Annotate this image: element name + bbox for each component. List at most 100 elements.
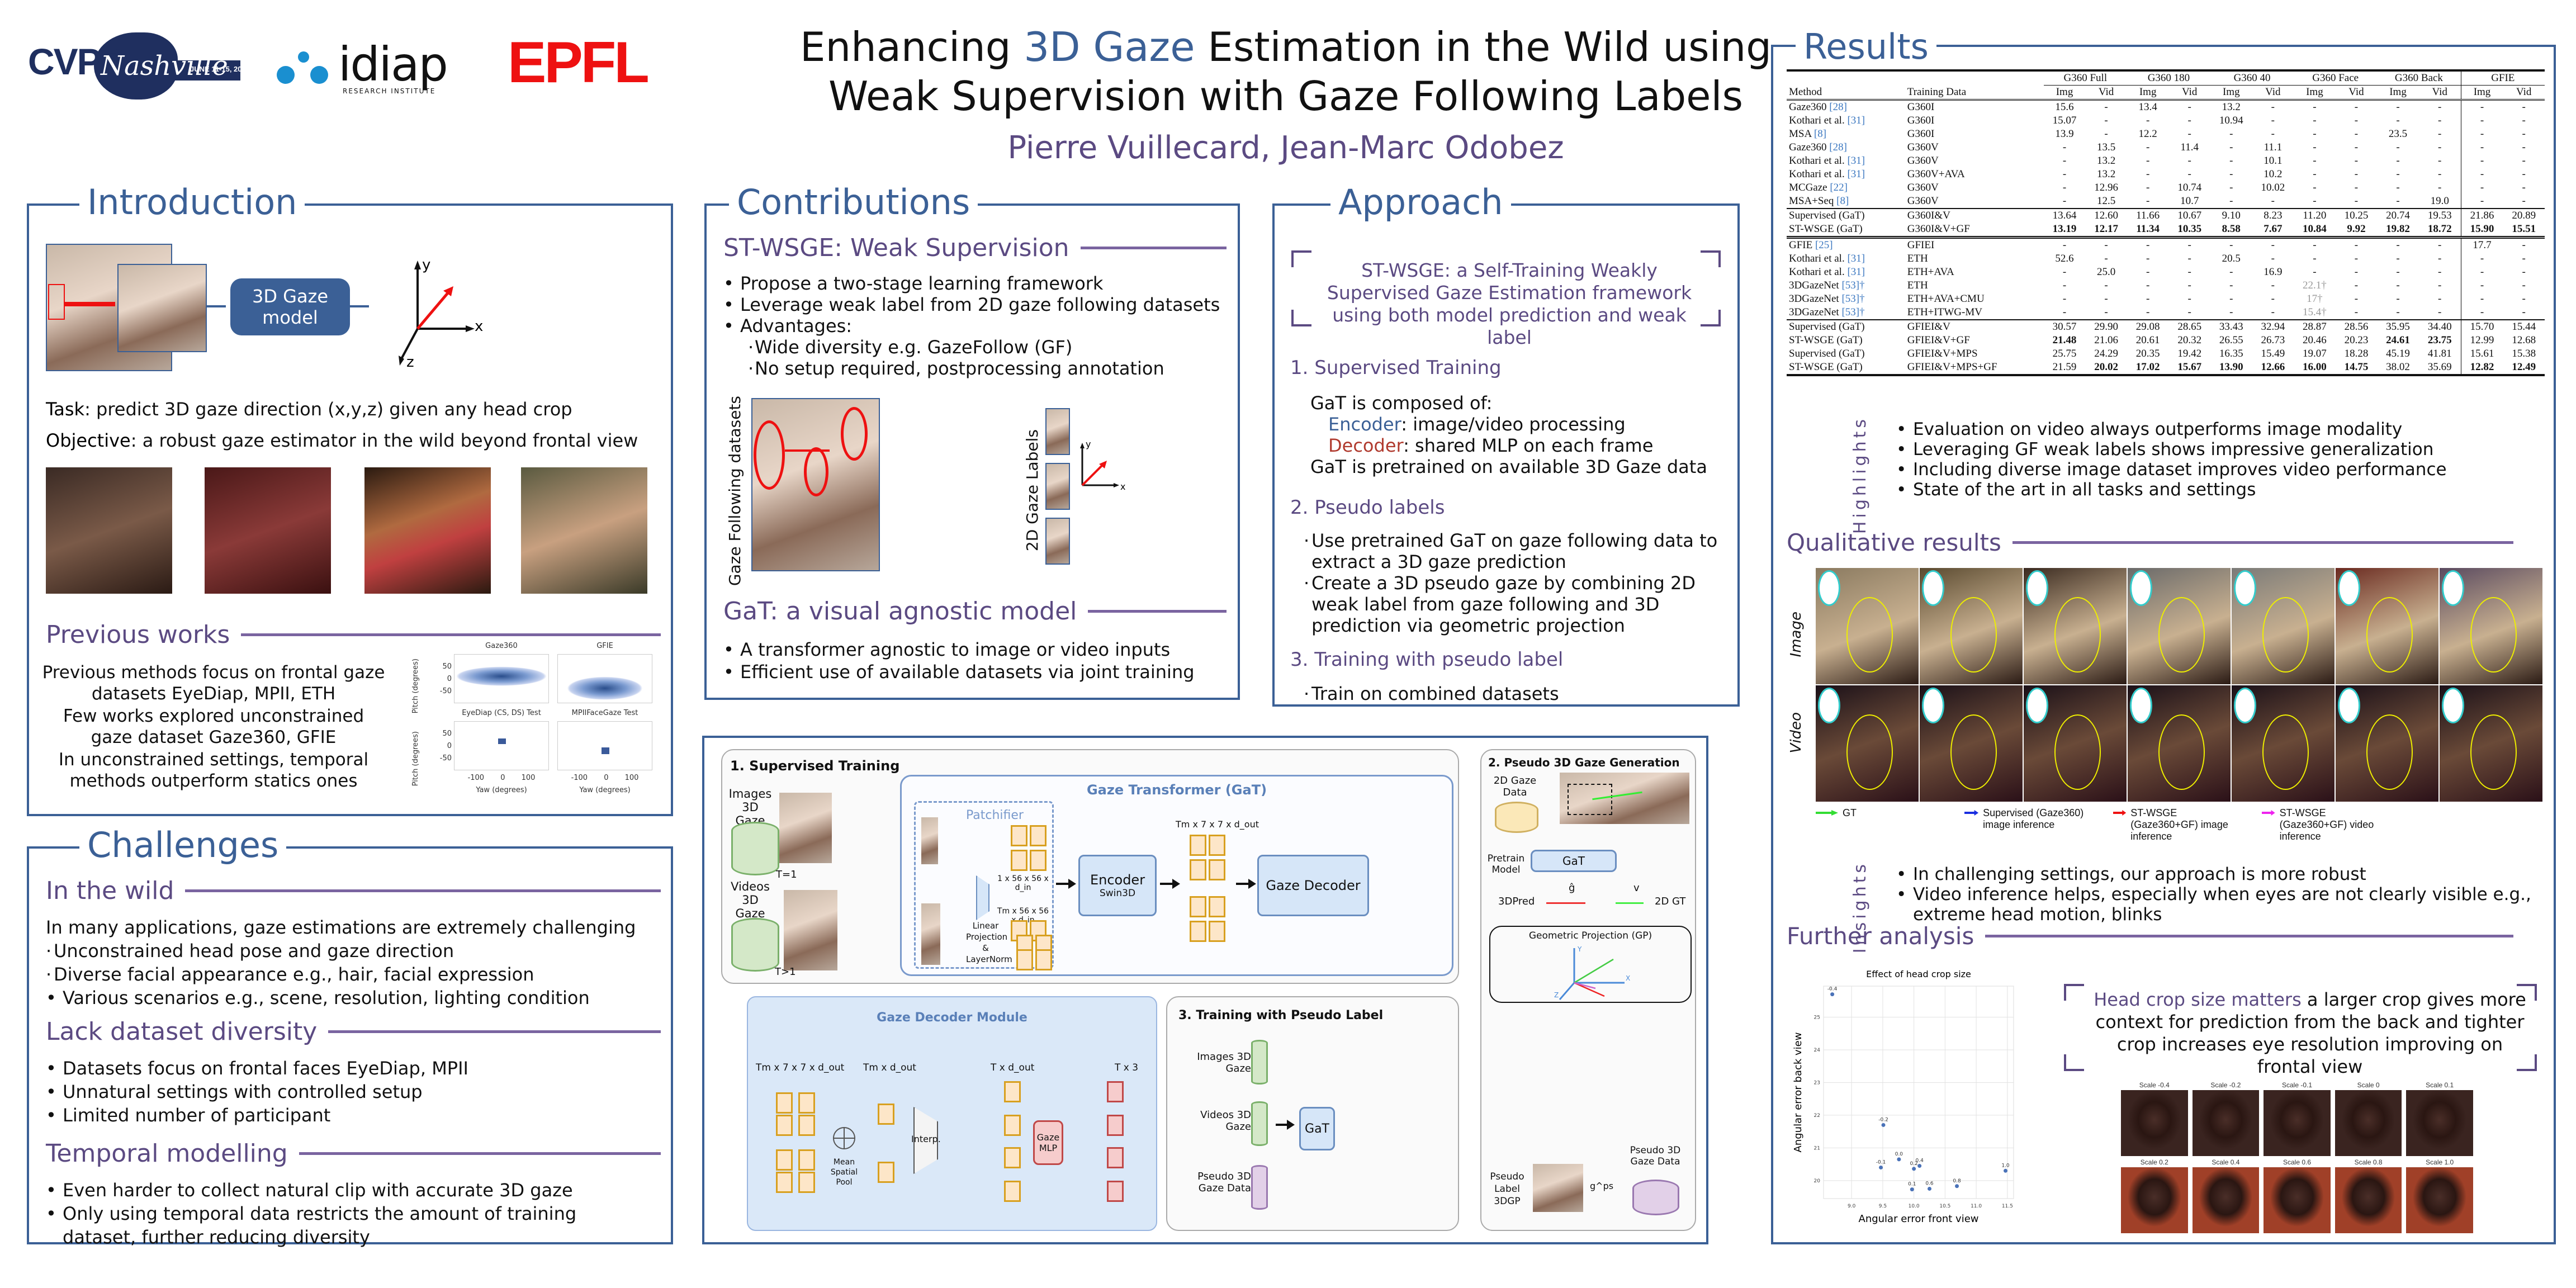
point-label: 1.0: [2001, 1163, 2010, 1168]
gaze-compass-icon: [2442, 688, 2464, 723]
images-dataset-icon: [731, 822, 779, 875]
gaze-compass-icon: [2130, 688, 2152, 723]
point-label: 0.8: [1953, 1178, 1961, 1184]
authors: Pierre Vuillecard, Jean-Marc Odobez: [1007, 130, 1564, 166]
plot-mpii: [557, 721, 652, 770]
table-row: Kothari et al. [31]ETH+AVA-25.0---16.9--…: [1789, 266, 2526, 279]
scale-sample: Scale 1.0: [2406, 1158, 2473, 1233]
table-sub-header: Img: [2389, 86, 2407, 98]
step2-heading: 2. Pseudo labels: [1290, 496, 1445, 519]
geometric-projection-box: Geometric Projection (GP) Y X Z: [1489, 926, 1692, 1003]
gaze-decoder-block: Gaze Decoder: [1257, 855, 1369, 916]
gaze-decoder-module: Gaze Decoder Module Tm x 7 x 7 x d_out T…: [747, 996, 1157, 1231]
table-sub-header: Img: [2056, 86, 2073, 98]
gaze-compass-icon: [1922, 570, 1944, 606]
table-row: Kothari et al. [31]G360V+AVA-13.2---10.2…: [1789, 168, 2526, 181]
label-crop-2: [1045, 463, 1070, 510]
step3-heading: 3. Training with pseudo label: [1290, 648, 1564, 671]
example-face-3: [364, 467, 491, 594]
gaze-compass-icon: [2130, 570, 2152, 606]
table-sub-header: Img: [2460, 85, 2503, 100]
xyz-axes-icon: y x z: [399, 257, 483, 368]
cvpr-logo: CVPR Nashville JUNE 11-15, 2025: [28, 32, 252, 100]
introduction-panel: Introduction 3D Gaze model y x z Task: p…: [27, 180, 673, 816]
scatter-point: [1897, 1157, 1901, 1162]
image-result-cell: [1920, 568, 2023, 684]
x-tick-label: 10.5: [1939, 1204, 1950, 1209]
y-tick-label: 24: [1814, 1048, 1821, 1053]
svg-text:z: z: [406, 354, 414, 368]
contributions-title: Contributions: [729, 180, 978, 225]
head-ellipse: [1950, 597, 1997, 673]
legend-arrow-icon: [2262, 810, 2275, 816]
table-sub-header: Vid: [2182, 86, 2198, 98]
legend-item: ST-WSGE (Gaze360+GF) video inference: [2262, 807, 2390, 842]
plot-eyediap: [454, 721, 549, 770]
insights-list: In challenging settings, our approach is…: [1896, 864, 2539, 925]
scatter-point: [1955, 1184, 1959, 1188]
table-sub-header: Vid: [2265, 86, 2281, 98]
point-label: -0.2: [1878, 1117, 1888, 1123]
image-result-cell: [2440, 568, 2542, 684]
legend-arrow-icon: [2113, 810, 2127, 816]
projection-axes-icon: Y X Z: [1554, 945, 1630, 1000]
image-result-cell: [2128, 568, 2231, 684]
intro-task: Task: predict 3D gaze direction (x,y,z) …: [46, 399, 638, 451]
x-tick-label: 11.0: [1971, 1204, 1982, 1209]
qualitative-heading: Qualitative results: [1787, 529, 2513, 556]
challenges-panel: Challenges In the wild In many applicati…: [27, 823, 673, 1248]
table-sub-header: Vid: [2348, 86, 2364, 98]
qualitative-grid: [1816, 568, 2542, 802]
temporal-heading: Temporal modelling: [46, 1139, 661, 1168]
gaze-compass-icon: [2234, 570, 2256, 606]
sum-pool-icon: [833, 1127, 855, 1149]
point-label: 0.4: [1916, 1158, 1924, 1164]
y-axis-label: Angular error back view: [1792, 1033, 1804, 1153]
method-diagram-panel: 1. Supervised Training Images 3D Gaze T=…: [702, 736, 1708, 1244]
table-row: 3DGazeNet [53]†ETH+ITWG-MV------15.4†---…: [1787, 306, 2545, 320]
introduction-title: Introduction: [79, 180, 305, 225]
table-sub-header: Vid: [2516, 86, 2532, 98]
video-result-cell: [2232, 685, 2334, 802]
legend-item: ST-WSGE (Gaze360+GF) image inference: [2113, 807, 2242, 842]
scale-sample: Scale -0.1: [2264, 1081, 2331, 1156]
crop-arrow-icon: [65, 302, 115, 306]
gaze-mlp-block: Gaze MLP: [1033, 1120, 1063, 1165]
gaze-following-label: Gaze Following datasets: [726, 396, 744, 586]
svg-text:y: y: [422, 257, 430, 273]
label-crop-3: [1045, 518, 1070, 565]
y-tick-label: 20: [1814, 1178, 1821, 1184]
table-group-header: G360 Back: [2377, 72, 2461, 86]
scatter-point: [1830, 992, 1835, 997]
legend-arrow-icon: [1816, 810, 1838, 816]
x-tick-label: 11.5: [2002, 1204, 2013, 1209]
head-ellipse: [2262, 597, 2309, 673]
table-sub-header: Img: [2222, 86, 2240, 98]
image-result-cell: [2024, 568, 2127, 684]
pseudo-generation-diagram: 2. Pseudo 3D Gaze Generation 2D Gaze Dat…: [1480, 749, 1696, 1231]
further-analysis-heading: Further analysis: [1787, 922, 2513, 950]
table-row: 3DGazeNet [53]†ETH------22.1†-----: [1789, 279, 2526, 292]
legend-arrow-icon: [1964, 810, 1979, 816]
y-tick-label: 23: [1814, 1080, 1820, 1086]
table-row: Kothari et al. [31]G360V-13.2---10.1----…: [1789, 154, 2526, 168]
approach-panel: Approach ST-WSGE: a Self-Training Weakly…: [1272, 180, 1740, 707]
gaze-compass-icon: [1922, 688, 1944, 723]
label-crop-1: [1045, 408, 1070, 455]
table-sub-header: Img: [2306, 86, 2323, 98]
gaze-following-sample: [1560, 773, 1689, 824]
scatter-point: [1881, 1123, 1886, 1127]
gaze-model-box: 3D Gaze model: [230, 278, 350, 335]
